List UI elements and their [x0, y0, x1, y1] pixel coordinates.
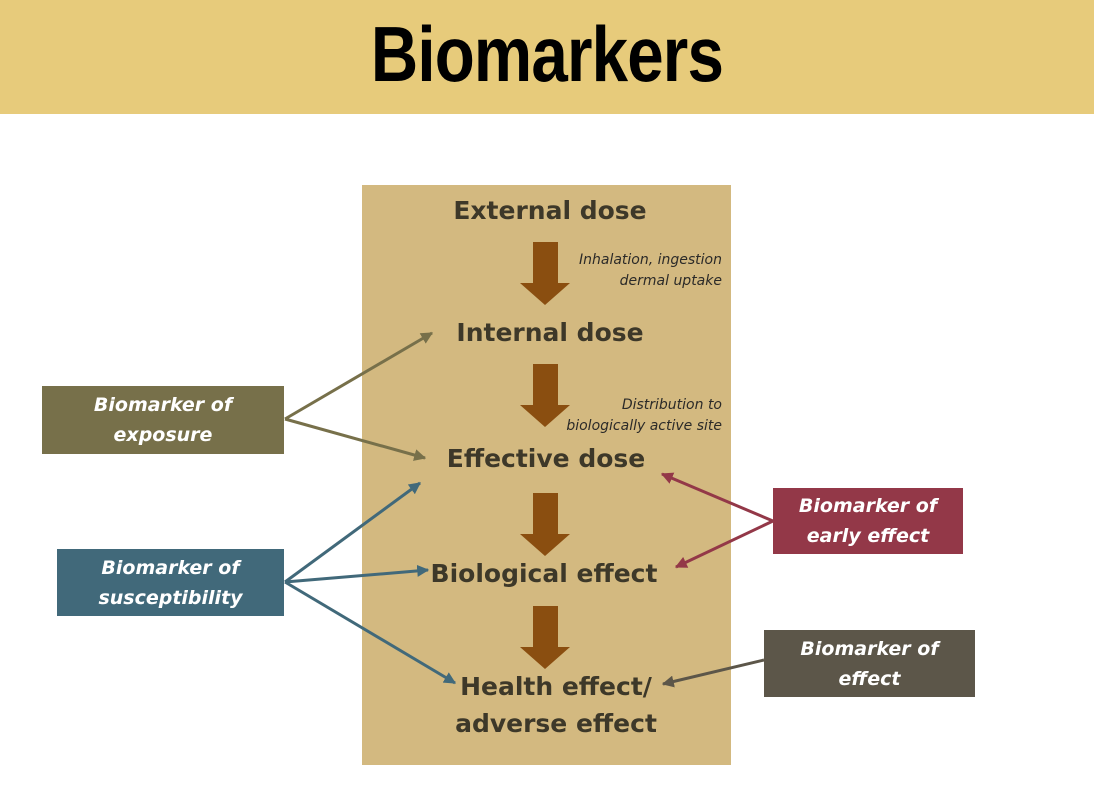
- biomarker-effect-box: Biomarker of effect: [764, 630, 975, 697]
- stage-health-effect-line2: adverse effect: [455, 709, 657, 738]
- stage-health-effect-line1: Health effect/: [460, 672, 652, 701]
- exposure-to-internal-arrow: [284, 331, 434, 421]
- uptake-note-line2: dermal uptake: [619, 273, 722, 289]
- susceptibility-to-health-arrow: [284, 580, 457, 685]
- stage-external-dose: External dose: [453, 196, 647, 225]
- early-effect-to-effective-arrow: [660, 472, 774, 523]
- susceptibility-to-effective-arrow: [284, 481, 421, 584]
- stage-biological-effect: Biological effect: [430, 559, 658, 588]
- biomarker-susceptibility-box: Biomarker of susceptibility: [57, 549, 284, 616]
- uptake-note: Inhalation, ingestion dermal uptake: [520, 250, 722, 292]
- distribution-note: Distribution to biologically active site: [520, 395, 722, 437]
- flow-arrow-3: [520, 493, 570, 556]
- flow-arrow-2: [520, 364, 570, 427]
- biomarker-early-effect-line1: Biomarker of: [798, 495, 938, 517]
- uptake-note-line1: Inhalation, ingestion: [578, 252, 722, 268]
- distribution-note-line2: biologically active site: [566, 418, 722, 434]
- biomarker-exposure-line1: Biomarker of: [93, 394, 233, 416]
- effect-to-health-arrow: [661, 658, 765, 688]
- biomarker-effect-line2: effect: [838, 667, 901, 690]
- early-effect-to-biological-arrow: [674, 519, 774, 569]
- flow-arrow-4: [520, 606, 570, 669]
- biomarker-early-effect-box: Biomarker of early effect: [773, 488, 963, 554]
- biomarker-susceptibility-line1: Biomarker of: [101, 556, 240, 579]
- biomarker-exposure-box: Biomarker of exposure: [42, 386, 284, 454]
- stage-internal-dose: Internal dose: [456, 318, 644, 347]
- biomarker-early-effect-line2: early effect: [806, 525, 930, 547]
- biomarker-exposure-line2: exposure: [113, 424, 213, 446]
- susceptibility-to-biological-arrow: [284, 564, 430, 584]
- page-title: Biomarkers: [370, 10, 724, 98]
- biomarker-effect-line1: Biomarker of: [800, 637, 939, 660]
- title-banner: [0, 0, 1094, 114]
- biomarker-susceptibility-line2: susceptibility: [98, 586, 243, 609]
- exposure-to-effective-arrow: [284, 417, 427, 461]
- stage-effective-dose: Effective dose: [446, 444, 646, 473]
- flow-arrow-1: [520, 242, 570, 305]
- distribution-note-line1: Distribution to: [621, 397, 722, 413]
